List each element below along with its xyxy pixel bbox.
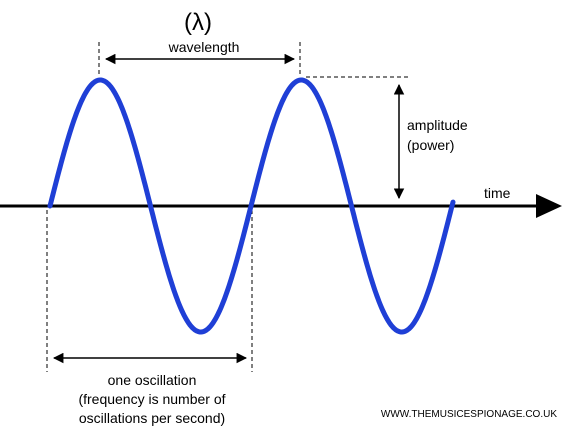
time-label: time [484,185,511,201]
one-oscillation-label: one oscillation [108,372,197,388]
sine-wave [47,77,456,335]
time-axis-arrowhead [536,194,562,218]
lambda-symbol: (λ) [184,9,212,36]
website-credit: WWW.THEMUSICESPIONAGE.CO.UK [381,409,557,420]
amplitude-label: amplitude [407,117,468,133]
wavelength-label: wavelength [168,39,240,55]
frequency-label-line2: oscillations per second) [79,410,225,426]
power-label: (power) [407,137,454,153]
frequency-label-line1: (frequency is number of [78,391,225,407]
